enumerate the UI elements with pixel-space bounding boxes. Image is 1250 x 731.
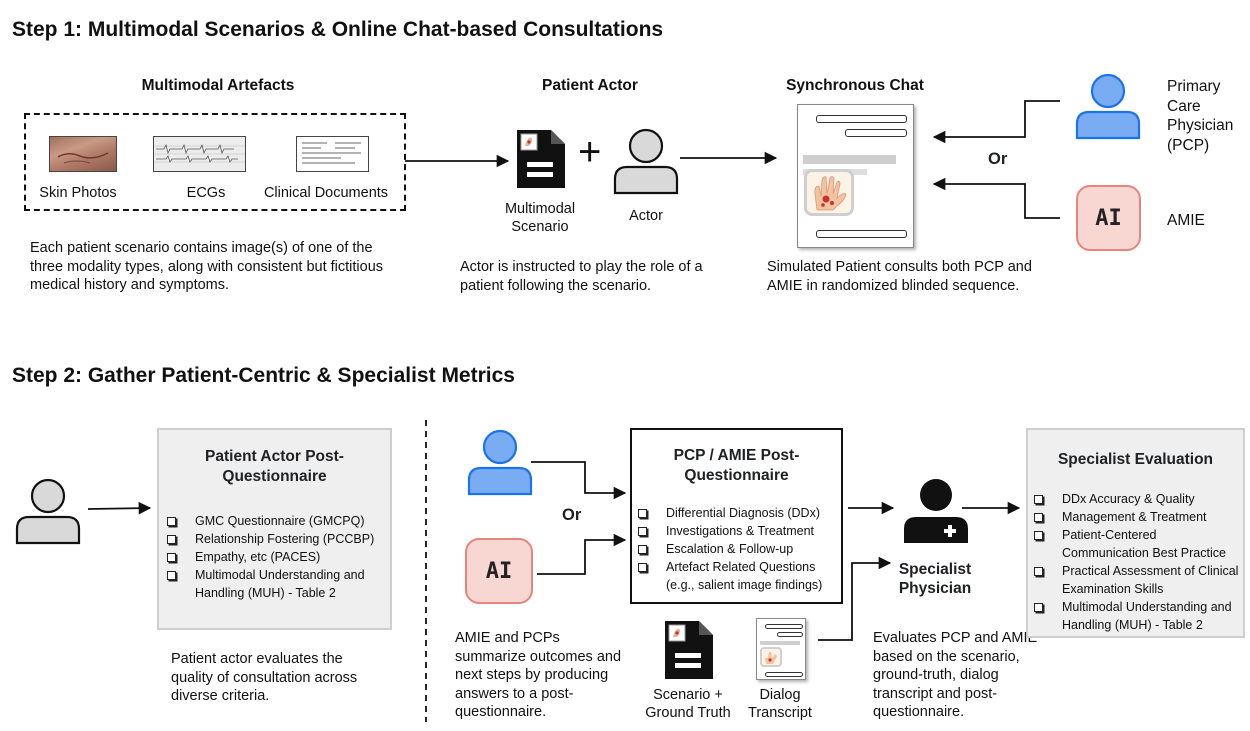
patient-q-item: GMC Questionnaire (GMCPQ) [165,512,382,530]
artefacts-box [24,113,406,211]
skin-photos-label: Skin Photos [39,185,117,201]
amie-ai-icon-step2: AI [465,538,533,604]
scenario-document-icon [663,619,715,686]
actor-description: Actor is instructed to play the role of … [460,259,703,294]
specialist-evaluation-title: Specialist Evaluation [1057,451,1214,468]
artefacts-heading: Multimodal Artefacts [141,77,295,94]
patient-questionnaire-box: Patient Actor Post-Questionnaire GMC Que… [157,428,392,630]
actor-label: Actor [629,208,663,224]
specialist-evaluation-list: DDx Accuracy & Quality Management & Trea… [1032,490,1241,634]
dialog-transcript-icon [756,618,806,680]
patient-q-item: Relationship Fostering (PCCBP) [165,530,382,548]
amie-label: AMIE [1167,212,1205,229]
specialist-eval-item: Management & Treatment [1032,508,1241,526]
specialist-eval-item: Multimodal Understanding and Handling (M… [1032,598,1241,634]
pcp-person-icon-step2 [467,428,533,501]
chat-heading: Synchronous Chat [786,77,924,94]
clinical-documents-label: Clinical Documents [263,185,389,201]
step2-title: Step 2: Gather Patient-Centric & Special… [12,364,515,387]
specialist-description: Evaluates PCP and AMIE based on the scen… [873,630,1038,720]
ecgs-label: ECGs [186,185,226,201]
pcp-person-icon [1075,72,1141,145]
pcp-amie-questionnaire-title: PCP / AMIE Post-Questionnaire [673,447,800,484]
specialist-icon [902,477,972,550]
pcp-amie-q-item: Artefact Related Questions (e.g., salien… [636,558,837,594]
or-label-step2: Or [562,506,582,524]
scenario-ground-truth-label: Scenario + Ground Truth [645,687,731,721]
pcp-amie-q-item: Differential Diagnosis (DDx) [636,504,837,522]
pcp-amie-questionnaire-box: PCP / AMIE Post-Questionnaire Differenti… [630,428,843,604]
specialist-eval-item: Patient-Centered Communication Best Prac… [1032,526,1241,562]
pcp-amie-q-item: Escalation & Follow-up [636,540,837,558]
ecg-icon [153,136,246,172]
document-icon [515,128,567,195]
or-label-step1: Or [988,150,1008,168]
patient-q-item: Empathy, etc (PACES) [165,548,382,566]
pcp-label: Primary Care Physician (PCP) [1167,78,1234,154]
dialog-transcript-label: Dialog Transcript [748,687,812,721]
chat-window-icon [797,104,914,248]
patient-actor-person-icon [15,477,81,550]
multimodal-scenario-label: Multimodal Scenario [504,201,576,235]
specialist-evaluation-box: Specialist Evaluation DDx Accuracy & Qua… [1026,428,1245,638]
specialist-physician-label: Specialist Physician [898,561,972,597]
plus-sign: + [578,130,602,174]
hand-lesion-icon [804,169,854,216]
person-icon [613,127,679,200]
specialist-eval-item: DDx Accuracy & Quality [1032,490,1241,508]
patient-q-item: Multimodal Understanding and Handling (M… [165,566,382,602]
artefacts-description: Each patient scenario contains image(s) … [30,240,384,293]
chat-description: Simulated Patient consults both PCP and … [767,259,1032,294]
skin-photo-icon [49,136,117,172]
patient-box-description: Patient actor evaluates the quality of c… [171,651,358,704]
middle-description: AMIE and PCPs summarize outcomes and nex… [455,630,622,720]
pcp-amie-q-item: Investigations & Treatment [636,522,837,540]
specialist-eval-item: Practical Assessment of Clinical Examina… [1032,562,1241,598]
patient-actor-heading: Patient Actor [542,77,638,94]
clinical-document-icon [296,136,369,172]
step1-title: Step 1: Multimodal Scenarios & Online Ch… [12,18,664,41]
patient-questionnaire-title: Patient Actor Post-Questionnaire [205,448,344,485]
pcp-amie-questionnaire-list: Differential Diagnosis (DDx) Investigati… [636,504,837,594]
patient-questionnaire-list: GMC Questionnaire (GMCPQ) Relationship F… [165,512,382,602]
amie-ai-icon: AI [1076,185,1141,251]
